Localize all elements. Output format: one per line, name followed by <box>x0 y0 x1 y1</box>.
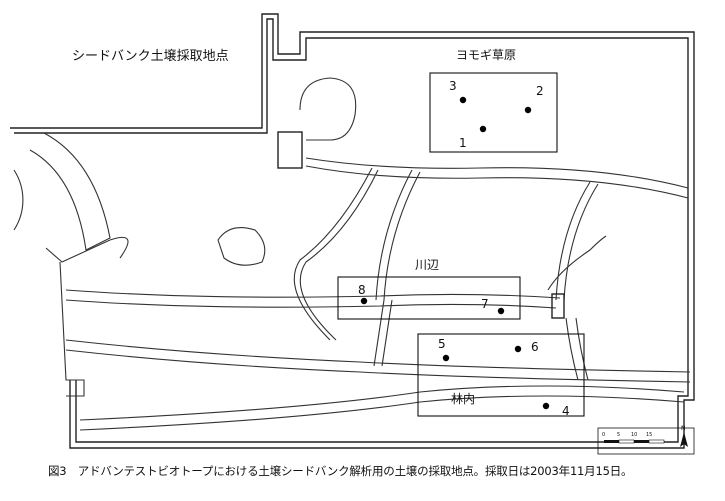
zone-boxes <box>337 72 585 417</box>
pond-features <box>217 77 607 319</box>
point-label-2: 2 <box>536 84 544 98</box>
path-network <box>65 157 691 431</box>
scale-tick-5: 5 <box>617 432 621 438</box>
point-label-5: 5 <box>438 337 446 351</box>
site-boundary <box>10 13 695 449</box>
point-2 <box>524 106 532 114</box>
scale-tick-10: 10 <box>631 432 638 438</box>
north-arrow-icon <box>680 432 688 447</box>
yomogi-zone-box <box>429 72 558 153</box>
point-label-1: 1 <box>459 136 467 150</box>
scale-tick-15: 15 <box>646 432 653 438</box>
kawabe-zone-box <box>337 276 521 320</box>
point-label-6: 6 <box>531 340 539 354</box>
zone-label-yomogi: ヨモギ草原 <box>456 48 517 62</box>
scale-tick-0: 0 <box>602 432 606 438</box>
point-label-8: 8 <box>358 283 366 297</box>
point-5 <box>442 354 450 362</box>
point-label-7: 7 <box>481 297 489 311</box>
point-6 <box>514 345 522 353</box>
figure-caption: 図3 アドバンテストビオトープにおける土壌シードバンク解析用の土壌の採取地点。採… <box>48 464 633 478</box>
point-label-3: 3 <box>449 79 457 93</box>
scale-bar <box>597 427 695 455</box>
zone-label-kawabe: 川辺 <box>415 258 440 272</box>
rinnai-zone-box <box>417 333 585 417</box>
point-7 <box>497 307 505 315</box>
point-8 <box>360 297 368 305</box>
north-label: N <box>681 425 686 432</box>
point-1 <box>479 125 487 133</box>
point-label-4: 4 <box>562 404 570 418</box>
point-3 <box>459 96 467 104</box>
zone-label-rinnai: 林内 <box>451 392 476 406</box>
point-4 <box>542 402 550 410</box>
map-title: シードバンク土壌採取地点 <box>72 49 229 64</box>
left-arc-structure <box>13 132 111 397</box>
sample-points <box>360 96 550 410</box>
